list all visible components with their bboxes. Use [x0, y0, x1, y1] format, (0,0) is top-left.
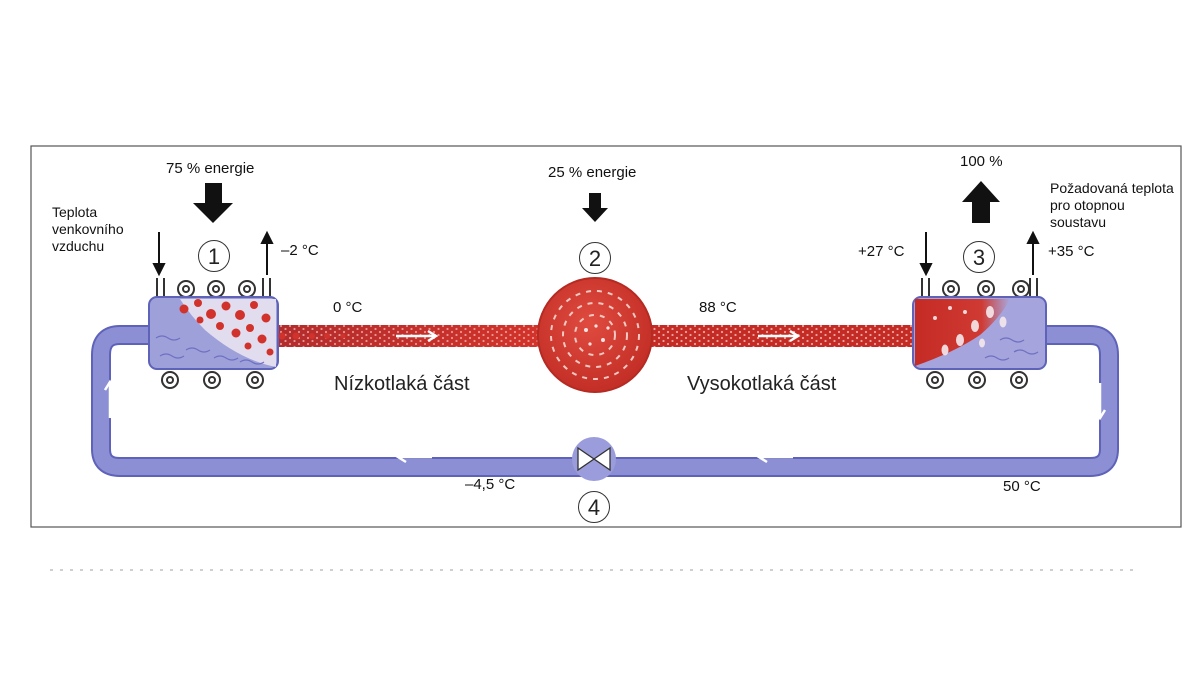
discharge-pipe	[640, 325, 920, 347]
evaporator-waves	[155, 335, 265, 365]
condenser-inlet-temp: +27 °C	[858, 243, 905, 260]
energy-25-label: 25 % energie	[548, 164, 637, 181]
energy-arrow-25	[582, 193, 608, 222]
condenser-number-badge: 3	[963, 241, 995, 273]
evaporator	[148, 278, 346, 389]
energy-arrow-100	[962, 181, 1000, 223]
compressor-number-badge: 2	[579, 242, 611, 274]
after-valve-temp: –4,5 °C	[465, 476, 516, 493]
suction-pipe	[275, 325, 550, 347]
water-out-arrow	[1026, 230, 1040, 275]
air-out-arrow	[260, 230, 274, 275]
suction-temp: 0 °C	[333, 299, 363, 316]
condenser-coils-bottom	[926, 371, 1028, 389]
low-pressure-label: Nízkotlaká část	[334, 373, 470, 395]
compressor	[537, 277, 653, 393]
evaporator-droplets	[179, 299, 346, 356]
condenser	[912, 278, 1047, 389]
evaporator-number-badge: 1	[198, 240, 230, 272]
outdoor-air-temp-label: Teplota venkovního vzduchu	[52, 204, 124, 254]
flow-arrow-up	[103, 379, 117, 418]
air-in-arrow	[152, 232, 166, 277]
condenser-droplets	[933, 306, 1007, 356]
discharge-temp: 88 °C	[699, 299, 737, 316]
expansion-valve	[572, 437, 616, 481]
high-pressure-label: Vysokotlaká část	[687, 373, 837, 395]
energy-arrow-75	[193, 183, 233, 223]
energy-100-label: 100 %	[960, 153, 1003, 170]
evaporator-coils-bottom	[161, 371, 264, 389]
condenser-waves	[984, 337, 1039, 361]
evaporator-outlet-temp: –2 °C	[281, 242, 319, 259]
water-in-arrow	[919, 232, 933, 277]
expansion-valve-number-badge: 4	[578, 491, 610, 523]
flow-arrow-down	[1093, 383, 1107, 421]
energy-75-label: 75 % energie	[166, 160, 255, 177]
flow-arrow-left-2	[756, 450, 793, 464]
required-temp-label: Požadovaná teplota pro otopnou soustavu	[1050, 180, 1174, 230]
condenser-outlet-temp: +35 °C	[1048, 243, 1095, 260]
before-valve-temp: 50 °C	[1003, 478, 1041, 495]
flow-arrow-left-1	[395, 450, 432, 464]
